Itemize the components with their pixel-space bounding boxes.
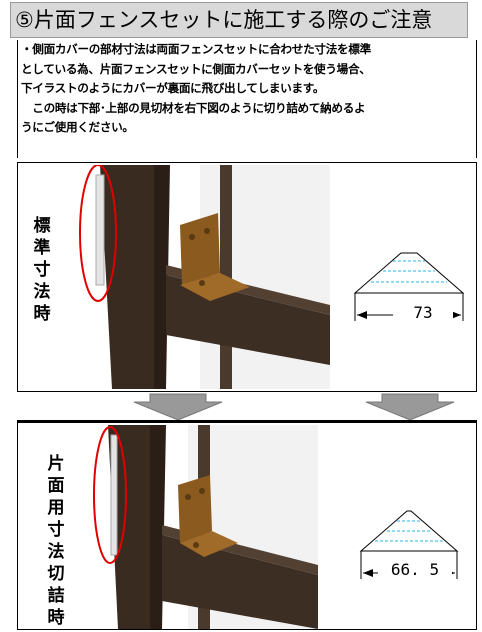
down-arrow-left bbox=[133, 393, 223, 421]
notice-line: この時は下部･上部の見切材を右下図のように切り詰めて納めるよ bbox=[21, 100, 366, 115]
standard-illustration bbox=[79, 165, 330, 389]
page-title: ⑤片面フェンスセットに施工する際のご注意 bbox=[10, 2, 468, 38]
notice-line: としている為、片面フェンスセットに側面カバーセットを使う場合、 bbox=[21, 61, 371, 76]
notice-line: ・側面カバーの部材寸法は両面フェンスセットに合わせた寸法を標準 bbox=[21, 42, 371, 56]
transition-arrows bbox=[133, 393, 455, 421]
highlight-circle bbox=[93, 426, 127, 564]
cut-dimension-label: 66. 5 bbox=[378, 560, 452, 579]
down-arrow-right bbox=[365, 393, 455, 421]
cut-label: 片 面 用 寸 法 切 詰 時 bbox=[47, 454, 65, 628]
cut-panel: 片 面 用 寸 法 切 詰 時 bbox=[17, 420, 477, 630]
notice-line: 下イラストのようにカバーが裏面に飛び出してしまいます。 bbox=[21, 81, 325, 95]
notice-text: ・側面カバーの部材寸法は両面フェンスセットに合わせた寸法を標準 としている為、片… bbox=[17, 40, 477, 158]
highlight-circle bbox=[79, 165, 117, 302]
cut-illustration bbox=[93, 425, 318, 629]
standard-panel: 標 準 寸 法 時 bbox=[17, 162, 477, 392]
standard-label: 標 準 寸 法 時 bbox=[33, 216, 51, 324]
standard-dimension-label: 73 bbox=[393, 303, 453, 322]
notice-line: うにご使用ください。 bbox=[21, 120, 134, 134]
cut-cut-diagram bbox=[359, 510, 459, 579]
